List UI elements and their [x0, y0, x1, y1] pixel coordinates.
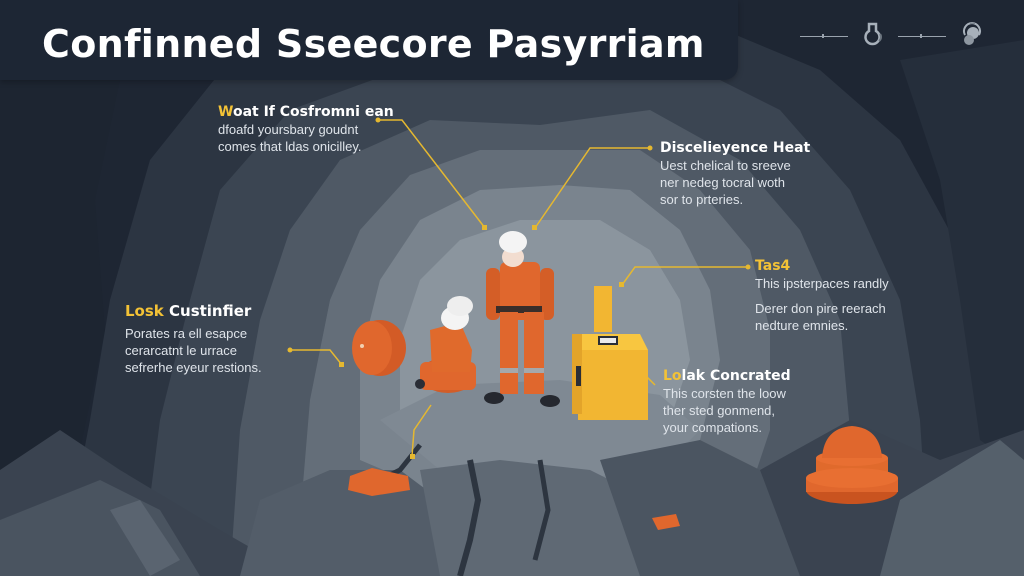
slider-left[interactable] [800, 27, 848, 41]
heading-text: lak Concrated [681, 368, 791, 384]
callout-top-left: Woat If Cosfromni ean dfoafd yoursbary g… [218, 103, 394, 155]
callout-line: comes that ldas onicilley. [218, 139, 362, 154]
callout-heading: Discelieyence Heat [660, 139, 810, 157]
callout-bottom-right: Lolak Concrated This corsten the loow th… [663, 367, 791, 436]
callout-line: your compations. [663, 420, 762, 435]
callout-line: This corsten the loow [663, 386, 786, 401]
heading-text: Discelieyence Heat [660, 140, 811, 156]
flask-button[interactable] [862, 21, 884, 47]
callout-mid-right: Tas4 This ipsterpaces randly Derer don p… [755, 257, 889, 334]
heading-accent: Tas4 [755, 258, 791, 274]
callout-line: Uest chelical to sreeve [660, 158, 791, 173]
heading-text: oat If Cosfromni ean [232, 104, 394, 120]
callout-line: cerarcatnt le urrace [125, 343, 237, 358]
callout-line: Porates ra ell esapce [125, 326, 248, 341]
heading-accent: W [218, 104, 233, 120]
page-title: Confinned Sseecore Pasyrriam [42, 22, 705, 66]
callout-line: nedture emnies. [755, 318, 849, 333]
callout-line: sefrerhe eyeur restions. [125, 360, 262, 375]
dial-button[interactable] [960, 19, 984, 49]
callout-mid-left: Losk Custinfier Porates ra ell esapce ce… [125, 302, 262, 376]
heading-text: Custinfier [163, 302, 252, 320]
callout-line: ther sted gonmend, [663, 403, 776, 418]
callout-line: Derer don pire reerach [755, 301, 886, 316]
dial-knob-icon [963, 22, 981, 45]
heading-accent: Lo [663, 368, 682, 384]
callout-line: ner nedeg tocral woth [660, 175, 786, 190]
title-banner: Confinned Sseecore Pasyrriam [0, 0, 738, 80]
callout-line: dfoafd yoursbary goudnt [218, 122, 359, 137]
slider-right[interactable] [898, 27, 946, 41]
callout-heading: Losk Custinfier [125, 302, 262, 320]
callout-heading: Woat If Cosfromni ean [218, 103, 394, 121]
callout-top-right: Discelieyence Heat Uest chelical to sree… [660, 139, 810, 208]
callout-heading: Tas4 [755, 257, 889, 275]
callout-line: This ipsterpaces randly [755, 276, 889, 291]
toolbar [800, 14, 984, 54]
callout-line: sor to prteries. [660, 192, 744, 207]
flask-icon [864, 22, 882, 46]
heading-accent: Losk [125, 302, 164, 320]
callout-heading: Lolak Concrated [663, 367, 791, 385]
